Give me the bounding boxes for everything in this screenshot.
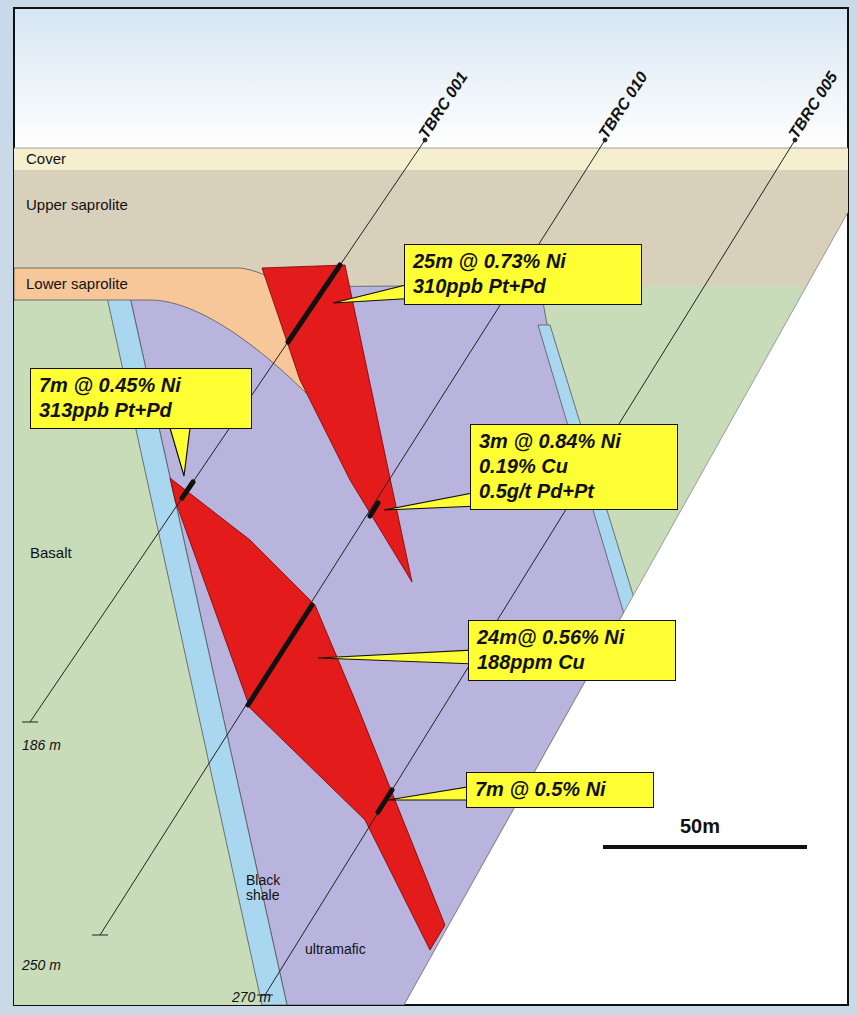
cover <box>14 148 848 170</box>
depth-label: 250 m <box>22 958 61 973</box>
assay-text: 25m @ 0.73% Ni <box>413 249 633 274</box>
sky <box>15 9 847 148</box>
callout-pointers <box>170 282 478 800</box>
depth-label: 270 m <box>232 990 271 1005</box>
unit-label: ultramafic <box>305 942 366 957</box>
assay-text: 0.5g/t Pd+Pt <box>479 479 669 504</box>
ore-zone <box>262 265 412 582</box>
assay-text: 7m @ 0.45% Ni <box>39 373 243 398</box>
unit-label: Cover <box>26 151 66 168</box>
assay-text: 188ppm Cu <box>477 650 667 675</box>
assay-callout: 7m @ 0.45% Ni313ppb Pt+Pd <box>30 368 252 429</box>
assay-callout: 24m@ 0.56% Ni188ppm Cu <box>468 620 676 681</box>
unit-label: Lower saprolite <box>26 276 128 293</box>
intercepts <box>182 265 392 812</box>
ore-zone <box>170 478 445 950</box>
assay-callout: 25m @ 0.73% Ni310ppb Pt+Pd <box>404 244 642 305</box>
unit-label: Basalt <box>30 545 72 562</box>
depth-label: 186 m <box>22 738 61 753</box>
drillholes <box>22 138 797 995</box>
assay-text: 24m@ 0.56% Ni <box>477 625 667 650</box>
assay-text: 310ppb Pt+Pd <box>413 274 633 299</box>
assay-text: 313ppb Pt+Pd <box>39 398 243 423</box>
assay-text: 0.19% Cu <box>479 454 669 479</box>
assay-text: 7m @ 0.5% Ni <box>475 777 645 802</box>
assay-callout: 3m @ 0.84% Ni0.19% Cu0.5g/t Pd+Pt <box>470 424 678 510</box>
basalt <box>14 148 848 1008</box>
unit-label: Black shale <box>246 873 292 904</box>
assay-callout: 7m @ 0.5% Ni <box>466 772 654 808</box>
scale-label: 50m <box>680 815 720 837</box>
assay-text: 3m @ 0.84% Ni <box>479 429 669 454</box>
unit-label: Upper saprolite <box>26 197 128 214</box>
scale-bar <box>603 845 807 849</box>
